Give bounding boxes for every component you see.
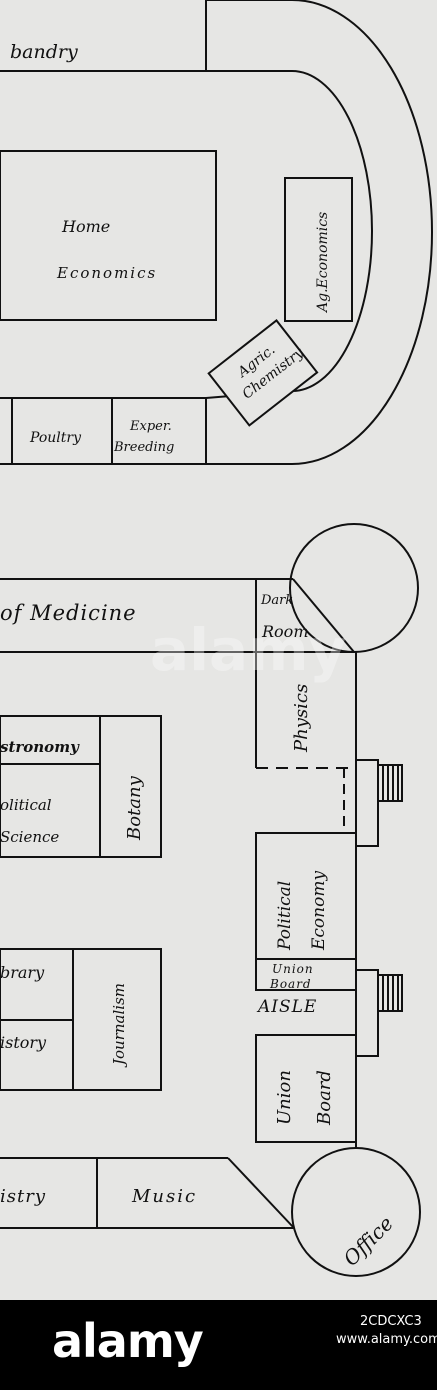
- husbandry-label: bandry: [10, 41, 78, 63]
- stair-lower: [355, 969, 403, 1057]
- floor-plan: bandry Home Economics Ag.Economics Agric…: [0, 0, 433, 1277]
- exper-label: Exper.: [129, 419, 172, 434]
- ag-economics-room: Ag.Economics: [284, 177, 353, 322]
- medicine-room: of Medicine: [0, 578, 354, 653]
- ag-economics-label: Ag.Economics: [315, 212, 331, 314]
- union-board-label-1: Union: [274, 1070, 295, 1125]
- union-board-room: Union Board: [255, 1034, 357, 1143]
- physics-label: Physics: [291, 684, 312, 753]
- poultry-label: Poultry: [29, 430, 82, 446]
- poultry-breeding-row: Poultry Exper. Breeding: [11, 398, 207, 464]
- political-science-label-1: olitical: [0, 796, 52, 814]
- journalism-label: Journalism: [110, 983, 128, 1068]
- political-economy-label-1: Political: [275, 881, 295, 951]
- stair-upper: [355, 759, 403, 847]
- image-id-text: 2CDCXC3: [360, 1314, 422, 1329]
- home-label: Home: [61, 217, 110, 236]
- botany-label: Botany: [124, 775, 145, 841]
- political-economy-label-2: Economy: [309, 871, 329, 951]
- home-economics-room: Home Economics: [0, 150, 217, 321]
- political-economy-room: Political Economy: [255, 832, 357, 960]
- outer-track-wall: [0, 0, 433, 465]
- alamy-logo: alamy: [52, 1314, 204, 1368]
- library-block: brary istory Journalism: [0, 948, 162, 1091]
- watermark: alamy: [150, 616, 346, 684]
- physics-room: Physics: [291, 684, 312, 753]
- political-science-label-2: Science: [0, 828, 59, 846]
- breeding-label: Breeding: [113, 440, 174, 455]
- economics-label: Economics: [56, 264, 157, 282]
- union-board-label-2: Board: [314, 1070, 335, 1126]
- office-room: Office: [291, 1142, 421, 1277]
- union-board-small-room: Union Board: [255, 958, 357, 991]
- history-label: istory: [0, 1033, 47, 1052]
- union-board-small-label-2: Board: [269, 977, 312, 991]
- music-label: Music: [131, 1186, 197, 1207]
- aisle-label: AISLE: [256, 997, 317, 1017]
- medicine-label: of Medicine: [0, 601, 137, 625]
- agric-chemistry-room: Agric. Chemistry: [207, 319, 319, 427]
- library-label: brary: [0, 963, 45, 982]
- footer-url-text: www.alamy.com: [336, 1332, 437, 1347]
- stock-footer-bar: alamy 2CDCXC3 www.alamy.com: [0, 1300, 437, 1390]
- inner-track-wall: [205, 70, 373, 399]
- room-label: Room: [261, 622, 308, 641]
- union-board-small-label-1: Union: [272, 962, 314, 976]
- dark-label: Dark: [260, 593, 293, 608]
- chemistry-bottom-label: istry: [0, 1186, 46, 1207]
- bottom-row: istry Music: [0, 1157, 295, 1229]
- husbandry-room: bandry: [0, 0, 292, 72]
- dark-room: Dark Room: [260, 578, 355, 653]
- astronomy-label: stronomy: [0, 738, 80, 756]
- astronomy-block: stronomy olitical Science Botany: [0, 715, 162, 858]
